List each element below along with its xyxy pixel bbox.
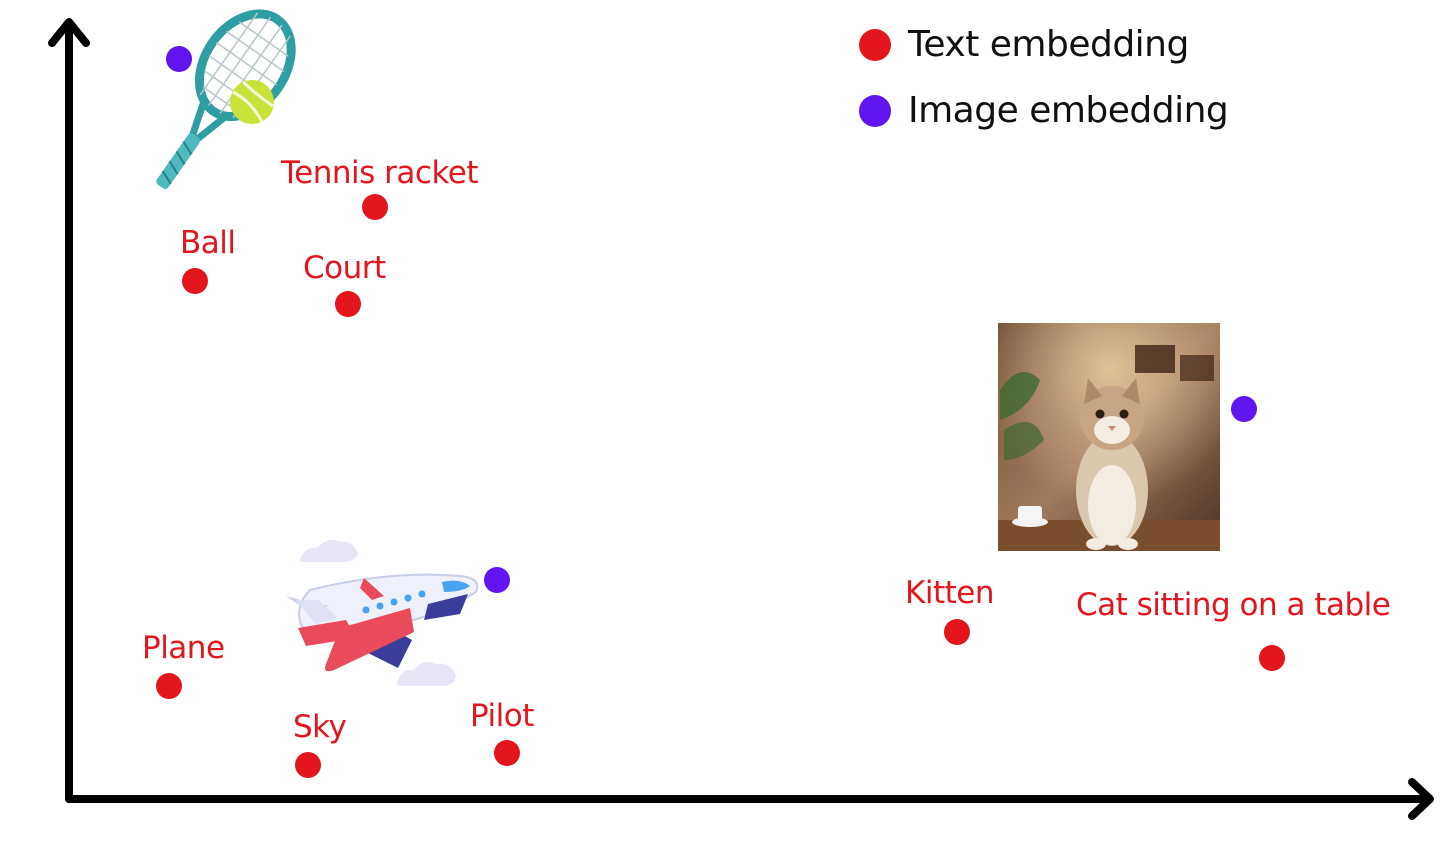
legend-dot-image-embedding [859, 95, 891, 127]
text-point-cat-sitting [1259, 645, 1285, 671]
axes [48, 18, 1434, 820]
label-plane: Plane [142, 630, 225, 666]
text-point-tennis-racket [362, 194, 388, 220]
image-point-cat [1231, 396, 1257, 422]
image-point-airplane [484, 567, 510, 593]
label-tennis-racket: Tennis racket [281, 155, 479, 191]
label-ball: Ball [180, 225, 236, 261]
cat-photo [998, 323, 1220, 551]
text-point-pilot [494, 740, 520, 766]
tennis-racket-icon [156, 9, 296, 189]
text-point-kitten [944, 619, 970, 645]
label-pilot: Pilot [470, 698, 534, 734]
legend-dot-text-embedding [859, 29, 891, 61]
text-point-sky [295, 752, 321, 778]
legend [859, 29, 891, 127]
y-axis-arrowhead [48, 18, 90, 47]
label-cat-sitting: Cat sitting on a table [1076, 587, 1391, 623]
legend-label-image-embedding: Image embedding [908, 90, 1229, 131]
image-embedding-points [166, 46, 1257, 593]
label-sky: Sky [293, 709, 347, 745]
text-point-plane [156, 673, 182, 699]
text-point-ball [182, 268, 208, 294]
legend-label-text-embedding: Text embedding [908, 24, 1189, 65]
image-point-tennis [166, 46, 192, 72]
label-court: Court [303, 250, 386, 286]
label-kitten: Kitten [905, 575, 994, 611]
text-point-court [335, 291, 361, 317]
airplane-icon [286, 540, 479, 686]
text-embedding-points [156, 194, 1285, 778]
x-axis-arrowhead [1408, 778, 1434, 820]
